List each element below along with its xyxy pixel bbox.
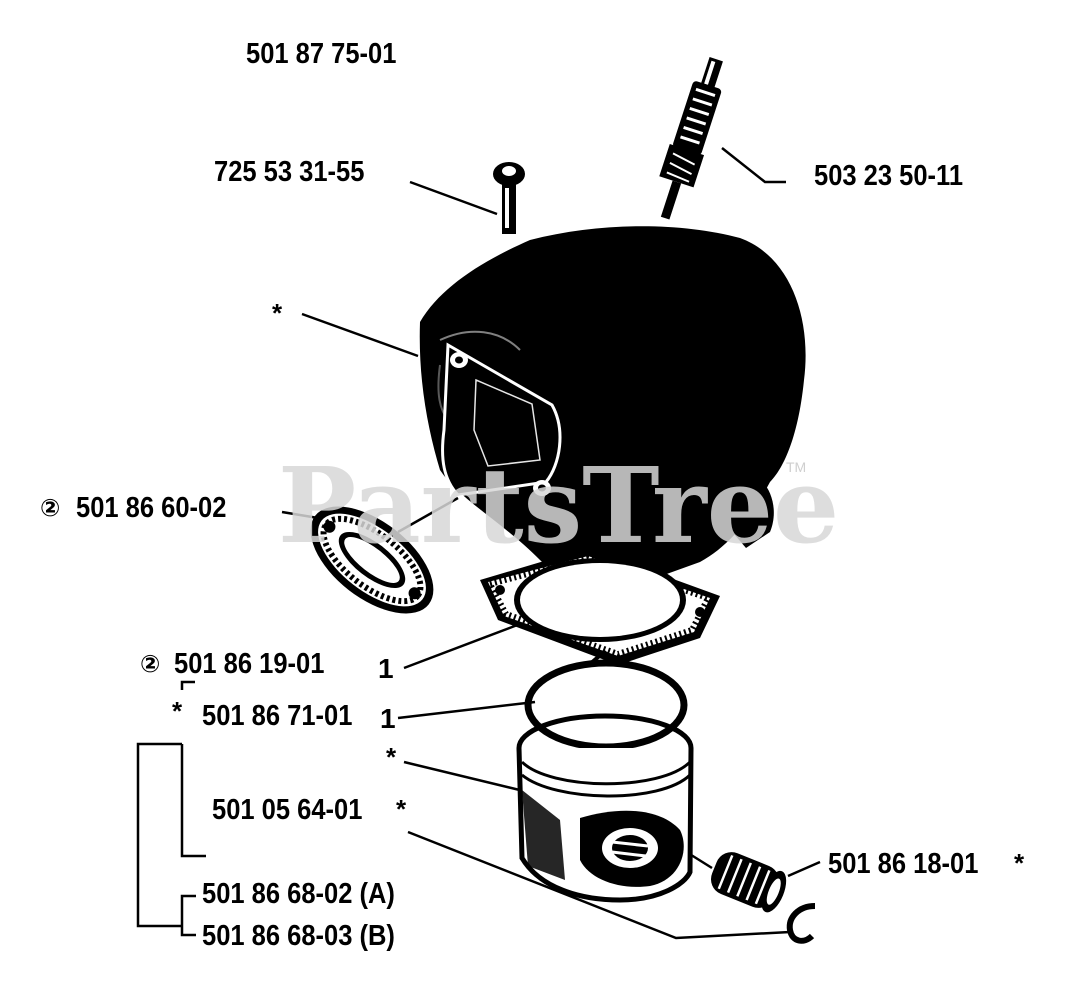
needle-bearing-part (710, 852, 787, 913)
circlip-part (786, 903, 816, 944)
muffler-gasket-part (310, 506, 434, 614)
bolt-part-number[interactable]: 725 53 31-55 (214, 156, 365, 188)
bracket-a (180, 894, 196, 926)
leader-needle-bearing (787, 860, 821, 878)
cylinder-gasket-part-number[interactable]: 501 86 19-01 (174, 648, 325, 680)
leader-cylinder-gasket (403, 622, 521, 670)
assembly-number-label: 501 87 75-01 (246, 38, 397, 70)
needle-bearing-star-marker: * (1014, 848, 1025, 878)
piston-ring-star-marker: * (172, 696, 183, 726)
bracket-b (180, 926, 196, 937)
spark-plug-part-number[interactable]: 503 23 50-11 (814, 160, 964, 192)
piston-kit-part-number[interactable]: 501 05 64-01 (212, 794, 363, 826)
leader-spark-plug (721, 147, 786, 184)
piston-star-marker: * (386, 742, 397, 772)
bracket-ring-top (180, 680, 195, 690)
cylinder-gasket-marker: ② (140, 650, 161, 678)
needle-bearing-part-number[interactable]: 501 86 18-01 (828, 848, 979, 880)
muffler-gasket-marker: ② (40, 494, 61, 522)
cylinder-part (419, 226, 806, 587)
cylinder-star-marker: * (272, 298, 283, 328)
leader-circlip (407, 830, 791, 940)
cylinder-gasket-qty: 1 (378, 653, 394, 684)
spark-plug-part (659, 56, 723, 220)
leader-muffler-gasket-2 (397, 496, 459, 534)
cylinder-kit-b-part-number[interactable]: 501 86 68-03 (B) (202, 920, 395, 952)
leader-lines (136, 147, 821, 940)
leader-piston (403, 760, 529, 794)
leader-cylinder (301, 312, 419, 358)
cylinder-kit-a-part-number[interactable]: 501 86 68-02 (A) (202, 878, 395, 910)
leader-muffler-gasket (281, 510, 319, 520)
leader-bolt (409, 180, 498, 216)
piston-ring-part (524, 649, 688, 751)
leader-piston-ring (397, 700, 536, 720)
bolt-part (493, 162, 525, 234)
piston-ring-part-number[interactable]: 501 86 71-01 (202, 700, 353, 732)
bracket-kit-inner (180, 744, 206, 858)
piston-kit-star-marker: * (396, 794, 407, 824)
watermark-trademark: TM (786, 459, 807, 475)
watermark-text: PartsTree (278, 444, 840, 567)
bracket-kit-outer (136, 742, 182, 928)
piston-part (516, 713, 694, 903)
cylinder-gasket-part (480, 548, 720, 665)
muffler-gasket-part-number[interactable]: 501 86 60-02 (76, 492, 227, 524)
piston-ring-qty: 1 (380, 703, 396, 734)
